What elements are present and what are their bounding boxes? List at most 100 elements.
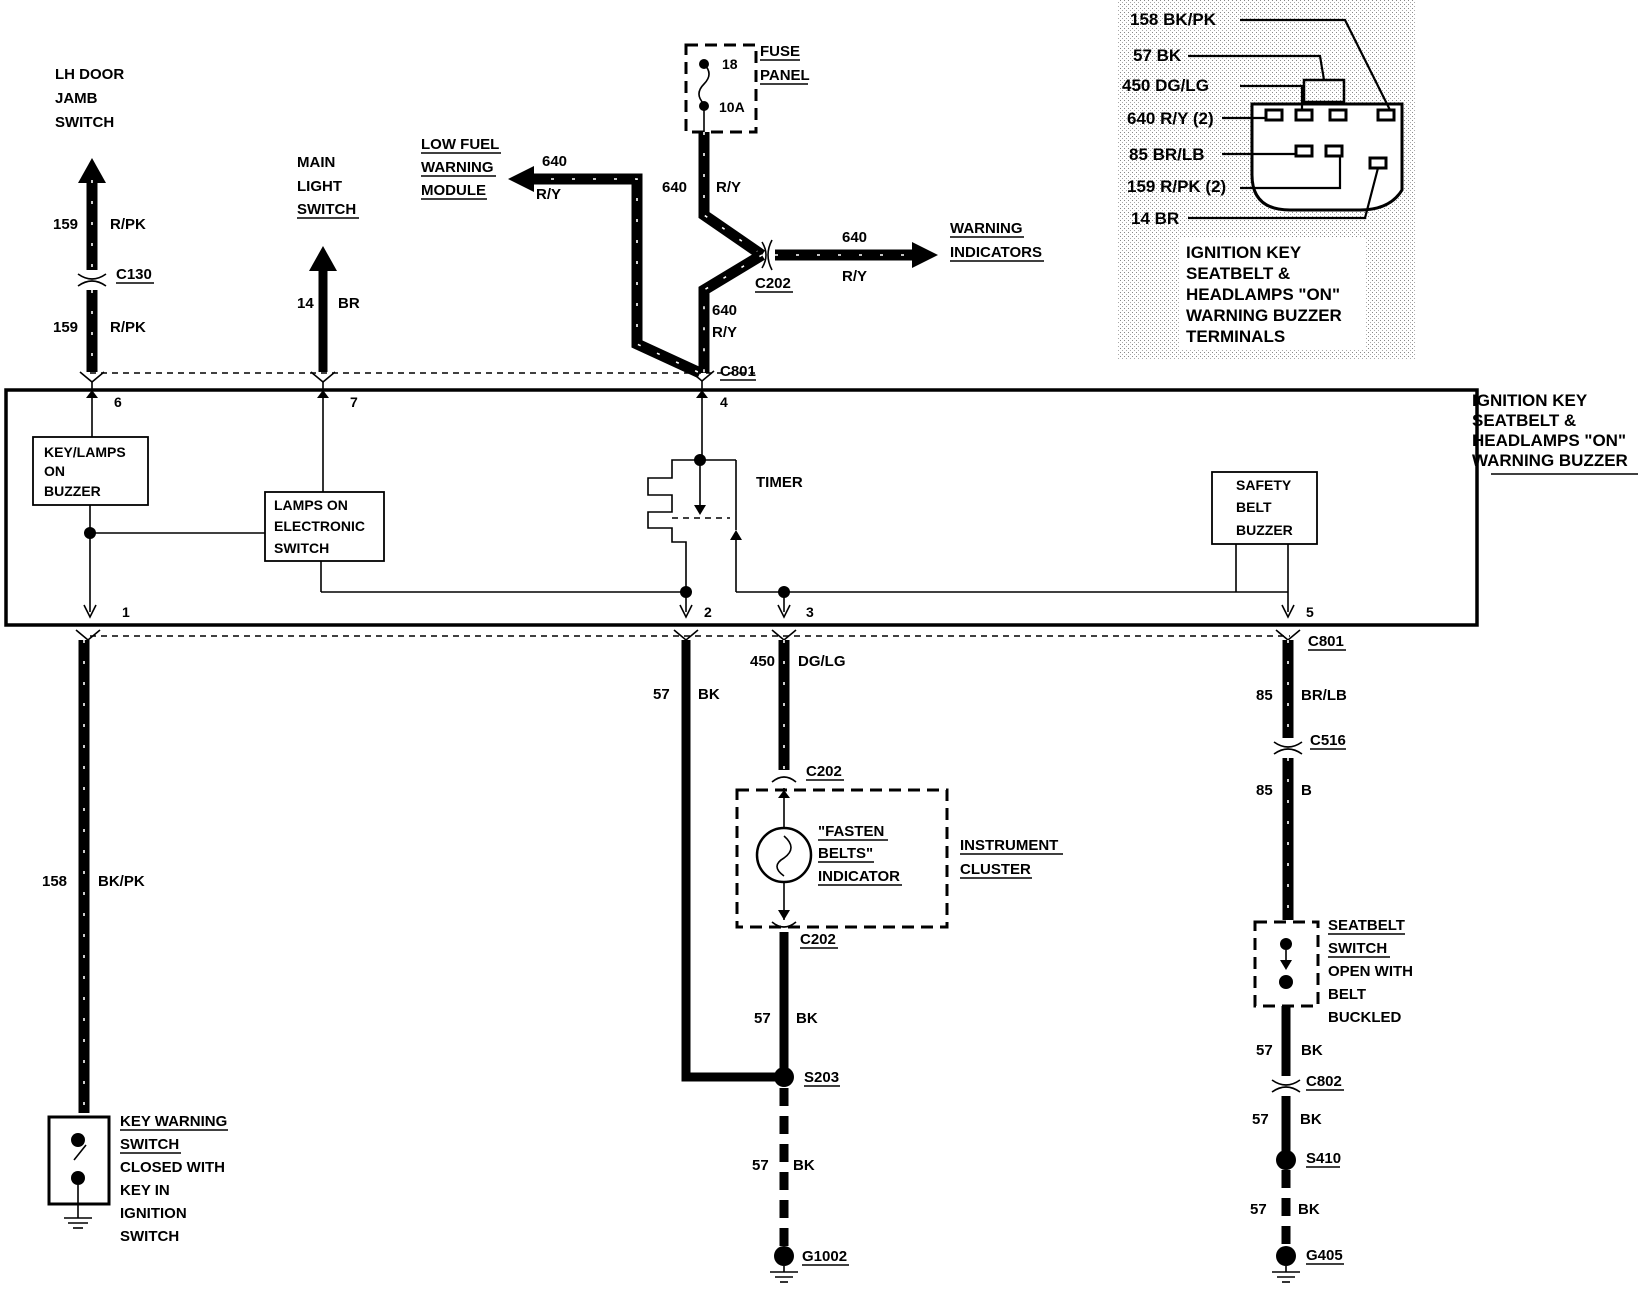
c202-cluster-bottom-label: C202 [800,931,838,949]
svg-text:159 R/PK (2): 159 R/PK (2) [1127,177,1226,196]
svg-text:R/Y: R/Y [842,268,867,285]
wire-14-label: 14 BR [297,295,360,312]
svg-text:WARNING BUZZER: WARNING BUZZER [1472,451,1628,470]
c801-bottom-label: C801 [1308,633,1346,651]
s410-label: S410 [1306,1150,1341,1168]
c202-junction-label: C202 [755,275,793,293]
svg-text:640 R/Y (2): 640 R/Y (2) [1127,109,1214,128]
fuse-panel-label: FUSE PANEL [760,43,810,85]
g405-ground-point [1276,1246,1296,1266]
svg-text:14: 14 [297,295,314,312]
c130-label: C130 [116,266,154,284]
g1002-label: G1002 [802,1248,849,1266]
lh-door-jamb-switch-label: LH DOOR JAMB SWITCH [55,66,124,131]
svg-text:G405: G405 [1306,1247,1343,1264]
svg-text:BK: BK [1298,1201,1320,1218]
arrow-to-warning-indicators [912,242,938,268]
svg-text:LAMPS ON: LAMPS ON [274,497,348,513]
svg-text:450 DG/LG: 450 DG/LG [1122,76,1209,95]
terminal-slots [1264,108,1396,170]
svg-text:R/Y: R/Y [716,179,741,196]
svg-text:INSTRUMENT: INSTRUMENT [960,837,1058,854]
svg-text:JAMB: JAMB [55,90,98,107]
key-warning-switch-box [47,1115,111,1206]
svg-text:G1002: G1002 [802,1248,847,1265]
svg-text:C130: C130 [116,266,152,283]
svg-text:IGNITION: IGNITION [120,1205,187,1222]
svg-text:SWITCH: SWITCH [55,114,114,131]
svg-text:SEATBELT &: SEATBELT & [1472,411,1576,430]
seatbelt-switch-label: SEATBELT SWITCH OPEN WITH BELT BUCKLED [1328,917,1413,1026]
safety-belt-buzzer-box [1211,471,1318,545]
terminal-leader-lines [1188,18,1391,220]
ground-symbol-key-warning [64,1217,92,1229]
svg-text:BK/PK: BK/PK [98,873,145,890]
svg-text:BUZZER: BUZZER [1236,522,1293,538]
pin-3-label: 3 [806,604,814,620]
c202-cluster-top-label: C202 [806,763,844,781]
svg-text:BELT: BELT [1236,499,1272,515]
svg-text:BELTS": BELTS" [818,845,873,862]
svg-text:R/Y: R/Y [536,186,561,203]
instrument-cluster-box [735,788,949,929]
svg-text:INDICATORS: INDICATORS [950,244,1042,261]
instrument-cluster-label: INSTRUMENT CLUSTER [960,837,1063,879]
module-title: IGNITION KEY SEATBELT & HEADLAMPS "ON" W… [1472,391,1638,475]
svg-text:R/Y: R/Y [712,324,737,341]
wire-640-warn-label: 640 R/Y [842,229,867,285]
svg-text:57: 57 [1256,1042,1273,1059]
fuse-number: 18 [722,56,738,72]
svg-text:SWITCH: SWITCH [274,540,329,556]
svg-text:LOW FUEL: LOW FUEL [421,136,499,153]
fuse-panel-box [684,43,758,134]
c801-top-label: C801 [720,363,756,381]
svg-text:85: 85 [1256,782,1273,799]
terminal-inset-labels: 158 BK/PK 57 BK 450 DG/LG 640 R/Y (2) 85… [1122,10,1226,228]
svg-text:SAFETY: SAFETY [1236,477,1292,493]
wire-85-b-label: 85 B [1256,782,1312,799]
svg-text:BK: BK [698,686,720,703]
svg-text:57 BK: 57 BK [1133,46,1182,65]
c802-label: C802 [1306,1073,1344,1091]
svg-text:KEY WARNING: KEY WARNING [120,1113,227,1130]
wire-57-cluster-label: 57 BK [754,1010,818,1027]
fasten-belts-indicator-label: "FASTEN BELTS" INDICATOR [818,823,902,886]
ground-symbol-g1002 [770,1266,798,1283]
svg-text:57: 57 [754,1010,771,1027]
svg-text:BR: BR [338,295,360,312]
key-warning-switch-label: KEY WARNING SWITCH CLOSED WITH KEY IN IG… [120,1113,228,1245]
svg-text:CLOSED WITH: CLOSED WITH [120,1159,225,1176]
svg-text:IGNITION KEY: IGNITION KEY [1472,391,1588,410]
pin-2-label: 2 [704,604,712,620]
arrow-to-lh-door-jamb [78,158,106,183]
svg-text:640: 640 [542,153,567,170]
lamps-on-electronic-switch-label: LAMPS ON ELECTRONIC SWITCH [274,497,365,556]
pin-4-label: 4 [720,394,728,410]
wire-159-bottom-label: 159 R/PK [53,319,146,336]
arrow-to-main-light-switch [309,246,337,271]
svg-text:CLUSTER: CLUSTER [960,861,1031,878]
svg-text:HEADLAMPS "ON": HEADLAMPS "ON" [1186,285,1340,304]
svg-text:640: 640 [712,302,737,319]
svg-text:158 BK/PK: 158 BK/PK [1130,10,1217,29]
pin-5-label: 5 [1306,604,1314,620]
wire-640-fuse-label: 640 R/Y [662,179,741,196]
svg-text:640: 640 [842,229,867,246]
svg-text:SWITCH: SWITCH [297,201,356,218]
svg-text:KEY/LAMPS: KEY/LAMPS [44,444,126,460]
svg-text:85 BR/LB: 85 BR/LB [1129,145,1205,164]
main-light-switch-label: MAIN LIGHT SWITCH [297,154,359,219]
svg-text:BK: BK [1300,1111,1322,1128]
wire-57-g1002-label: 57 BK [752,1157,815,1174]
svg-text:85: 85 [1256,687,1273,704]
buzzer-module-box [4,388,1479,627]
timer-label: TIMER [756,474,803,491]
svg-text:MODULE: MODULE [421,182,486,199]
svg-text:BK: BK [1301,1042,1323,1059]
svg-text:MAIN: MAIN [297,154,335,171]
svg-text:WARNING: WARNING [950,220,1023,237]
wire-640-lowfuel [530,173,703,378]
svg-text:C801: C801 [720,363,756,380]
svg-text:BUZZER: BUZZER [44,483,101,499]
